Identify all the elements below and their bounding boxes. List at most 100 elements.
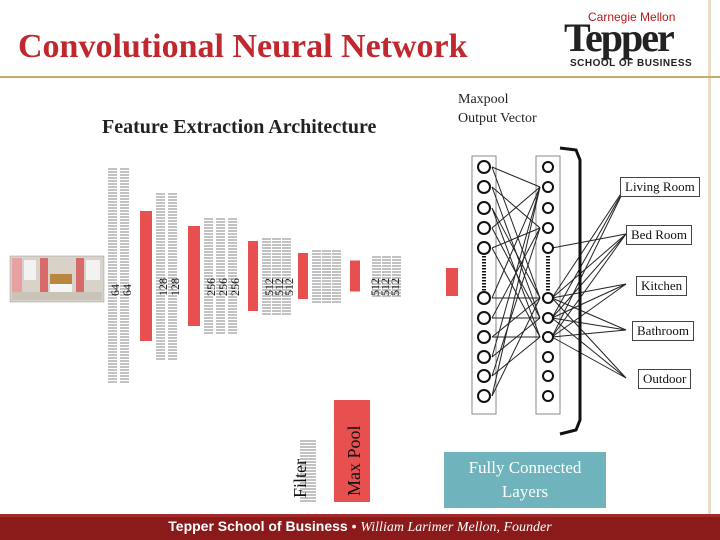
max-pool-block-4 (350, 260, 360, 292)
output-connection (551, 283, 627, 319)
input-neuron (477, 221, 491, 235)
max-pool-block-3 (298, 253, 308, 299)
legend-max-pool (334, 400, 370, 502)
ellipsis-dot (546, 265, 550, 267)
layer-label: 64 (120, 284, 134, 296)
fc-connection (491, 227, 541, 249)
fc-connection (491, 166, 541, 299)
filter-column-4-2 (332, 250, 341, 303)
output-connection (551, 317, 627, 331)
hidden-neuron (542, 351, 554, 363)
ellipsis-dot (546, 280, 550, 282)
fc-connection (491, 186, 541, 358)
hidden-neuron (542, 370, 554, 382)
filter-label: Filter (290, 459, 310, 498)
filter-column-5-0 (372, 256, 381, 297)
ellipsis-dot (482, 259, 486, 261)
layer-label: 128 (168, 278, 182, 296)
layer-label: 512 (282, 278, 296, 296)
hidden-neuron (542, 390, 554, 402)
output-connection (551, 283, 627, 338)
max-pool-block-2 (248, 241, 258, 311)
input-room-image (9, 255, 105, 303)
input-neuron (477, 311, 491, 325)
ellipsis-dot (482, 289, 486, 291)
output-connection (551, 233, 627, 249)
ellipsis-dot (546, 268, 550, 270)
legend-filter (300, 440, 316, 502)
fc-network (471, 155, 627, 415)
output-connection (551, 233, 627, 338)
filter-column-0-0 (108, 168, 117, 384)
footer-separator: • (351, 518, 357, 534)
hidden-neuron (542, 202, 554, 214)
input-neuron (477, 369, 491, 383)
max-pool-block-0 (140, 211, 152, 341)
fc-connection (491, 207, 541, 299)
ellipsis-dot (546, 262, 550, 264)
filter-column-2-1 (216, 218, 225, 334)
footer-text: Tepper School of Business • William Lari… (0, 518, 720, 536)
filter-column-2-0 (204, 218, 213, 334)
filter-column-1-0 (156, 193, 165, 360)
ellipsis-dot (546, 283, 550, 285)
fc-connection (491, 166, 541, 188)
output-connection (551, 185, 627, 319)
filter-column-4-0 (312, 250, 321, 303)
hidden-neuron (542, 181, 554, 193)
footer-school: Tepper School of Business (168, 518, 348, 534)
filter-column-3-0 (262, 238, 271, 315)
ellipsis-dot (546, 259, 550, 261)
right-border (708, 0, 711, 514)
max-pool-block-1 (188, 226, 200, 326)
ellipsis-dot (546, 274, 550, 276)
output-connection (551, 185, 627, 338)
input-neuron (477, 330, 491, 344)
ellipsis-dot (546, 286, 550, 288)
max-pool-label: Max Pool (344, 425, 364, 496)
filter-column-5-1 (382, 256, 391, 297)
output-bathroom: Bathroom (632, 321, 694, 341)
fc-connection (491, 336, 541, 377)
layer-label: 256 (228, 278, 242, 296)
fc-connection (491, 186, 541, 229)
fc-connection (491, 186, 541, 397)
filter-column-1-1 (168, 193, 177, 360)
footer-bar (0, 514, 720, 540)
input-neuron (477, 389, 491, 403)
ellipsis-dot (482, 280, 486, 282)
filter-column-0-1 (120, 168, 129, 384)
fully-connected-box: Fully Connected Layers (444, 452, 606, 508)
output-outdoor: Outdoor (638, 369, 692, 389)
ellipsis-dot (546, 289, 550, 291)
input-neuron (477, 241, 491, 255)
hidden-neuron (542, 331, 554, 343)
filter-column-3-1 (272, 238, 281, 315)
ellipsis-dot (482, 271, 486, 273)
input-neuron (477, 201, 491, 215)
logo-carnegie-mellon: Carnegie Mellon (588, 10, 676, 24)
input-neuron (477, 160, 491, 174)
output-kitchen: Kitchen (636, 276, 688, 296)
ellipsis-dot (482, 262, 486, 264)
filter-column-5-2 (392, 256, 401, 297)
output-bed-room: Bed Room (626, 225, 692, 245)
ellipsis-dot (482, 286, 486, 288)
header-divider (0, 76, 720, 78)
ellipsis-dot (482, 256, 486, 258)
slide-title: Convolutional Neural Network (18, 28, 468, 65)
conv-layers (108, 168, 458, 502)
footer-founder: William Larimer Mellon, Founder (360, 520, 552, 535)
diagram-subtitle: Feature Extraction Architecture (102, 116, 377, 138)
hidden-neuron (542, 161, 554, 173)
filter-column-2-2 (228, 218, 237, 334)
fc-connection (491, 297, 541, 397)
hidden-neuron (542, 312, 554, 324)
output-connection (551, 185, 627, 299)
maxpool-output-label: Maxpool Output Vector (458, 92, 537, 126)
hidden-neuron (542, 242, 554, 254)
hidden-neuron (542, 222, 554, 234)
filter-column-4-1 (322, 250, 331, 303)
ellipsis-dot (482, 265, 486, 267)
